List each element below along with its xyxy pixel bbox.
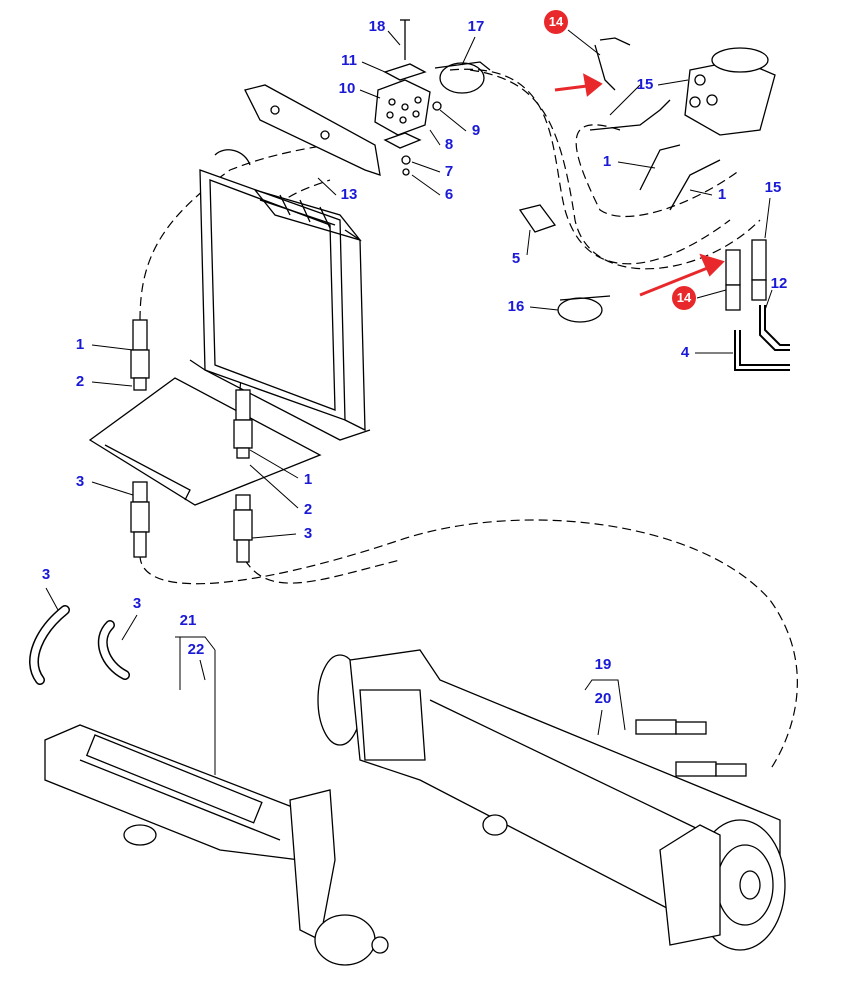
callout-15: 15 [764, 179, 782, 196]
callout-2: 2 [303, 501, 313, 518]
callout-3: 3 [41, 566, 51, 583]
hose-clamps [434, 61, 611, 323]
radiator [189, 149, 371, 441]
callout-1: 1 [717, 186, 727, 203]
steel-tubes [734, 305, 790, 371]
callout-12: 12 [770, 275, 788, 292]
shield-plate [88, 377, 322, 506]
callout-10: 10 [338, 80, 356, 97]
rubber-block [374, 19, 442, 176]
callout-1: 1 [75, 336, 85, 353]
hose-fittings [130, 239, 767, 777]
callout-8: 8 [444, 136, 454, 153]
callout-4: 4 [680, 344, 690, 361]
callout-17: 17 [467, 18, 485, 35]
callout-16: 16 [507, 298, 525, 315]
left-axle [44, 724, 389, 966]
callout-21: 21 [179, 612, 197, 629]
callout-19: 19 [594, 656, 612, 673]
callout-5: 5 [511, 250, 521, 267]
callout-1: 1 [303, 471, 313, 488]
right-axle [317, 649, 786, 951]
callout-15: 15 [636, 76, 654, 93]
highlight-callout-14: 14 [544, 10, 568, 34]
callout-22: 22 [187, 641, 205, 658]
callout-9: 9 [471, 122, 481, 139]
highlight-callout-14: 14 [672, 286, 696, 310]
callout-13: 13 [340, 186, 358, 203]
steering-hoses [589, 37, 721, 211]
callout-18: 18 [368, 18, 386, 35]
mounting-bracket [244, 84, 381, 176]
callout-7: 7 [444, 163, 454, 180]
callout-1: 1 [602, 153, 612, 170]
callout-3: 3 [303, 525, 313, 542]
red-arrows [554, 73, 725, 297]
callout-3: 3 [132, 595, 142, 612]
callout-3: 3 [75, 473, 85, 490]
callout-11: 11 [341, 52, 357, 69]
callout-20: 20 [594, 690, 612, 707]
callout-2: 2 [75, 373, 85, 390]
callout-6: 6 [444, 186, 454, 203]
leader-lines [45, 29, 773, 775]
steering-valve [684, 47, 776, 136]
